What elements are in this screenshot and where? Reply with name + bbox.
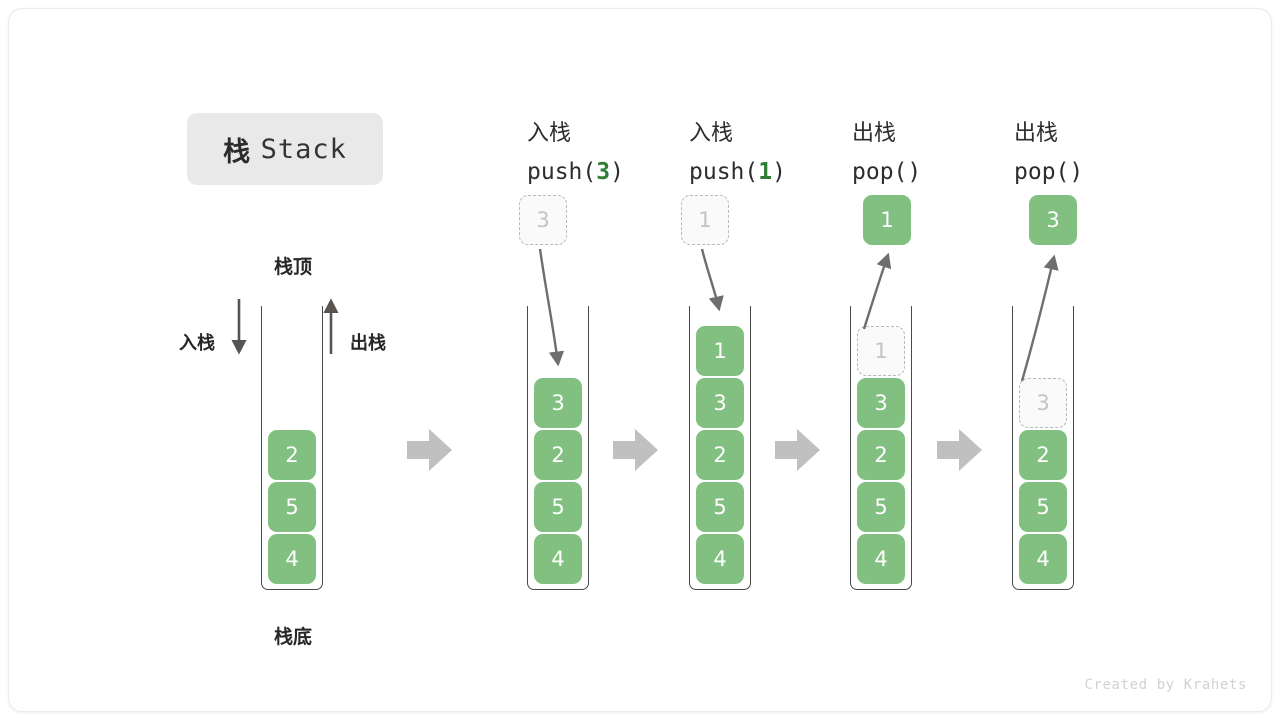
- column-header-cn: 出栈: [852, 121, 897, 146]
- stack-bottom-label: 栈底: [273, 626, 312, 648]
- stack-top-label: 栈顶: [273, 256, 312, 278]
- stack-cells: 1 3 2 5 4: [850, 326, 912, 584]
- figure-card: 栈 Stack 栈顶 栈底 入栈 出栈 入栈 push(3) 入栈 push(1…: [8, 8, 1272, 712]
- column-header-cn: 出栈: [1014, 121, 1059, 146]
- floating-cell-push-1: 1: [681, 195, 729, 245]
- pop-direction-label: 出栈: [350, 333, 386, 354]
- stack-cell: 5: [268, 482, 316, 532]
- transition-arrow-3: [775, 429, 820, 471]
- stack-cell: 4: [534, 534, 582, 584]
- push-direction-label: 入栈: [179, 333, 215, 354]
- floating-cell-pop-1: 1: [863, 195, 911, 245]
- stack-cell-removed: 1: [857, 326, 905, 376]
- stack-cell: 4: [1019, 534, 1067, 584]
- transition-arrow-4: [937, 429, 982, 471]
- floating-cell-pop-3: 3: [1029, 195, 1077, 245]
- column-header-code: pop(): [1014, 159, 1084, 185]
- stack-cell: 5: [1019, 482, 1067, 532]
- stack-cell: 3: [696, 378, 744, 428]
- stack-cell: 4: [857, 534, 905, 584]
- column-header-code: push(1): [689, 159, 786, 185]
- column-header-code: pop(): [852, 159, 922, 185]
- stack-cell: 2: [1019, 430, 1067, 480]
- stack-cells: 3 2 5 4: [527, 378, 589, 584]
- stack-cells: 2 5 4: [261, 430, 323, 584]
- column-header-pop-3: 出栈 pop(): [1014, 115, 1204, 191]
- stack-cell: 4: [696, 534, 744, 584]
- stack-cell: 1: [696, 326, 744, 376]
- stack-cell: 4: [268, 534, 316, 584]
- stack-cell: 3: [534, 378, 582, 428]
- credit-text: Created by Krahets: [1084, 677, 1247, 693]
- title-english: Stack: [260, 133, 347, 165]
- stack-cell: 2: [534, 430, 582, 480]
- stack-cells: 3 2 5 4: [1012, 378, 1074, 584]
- stack-cell: 5: [534, 482, 582, 532]
- column-header-code: push(3): [527, 159, 624, 185]
- floating-cell-push-3: 3: [519, 195, 567, 245]
- title-chinese: 栈: [223, 136, 251, 168]
- column-header-push-1: 入栈 push(1): [689, 115, 879, 191]
- column-header-cn: 入栈: [527, 121, 572, 146]
- stack-cell-removed: 3: [1019, 378, 1067, 428]
- diagram-title-chip: 栈 Stack: [187, 113, 383, 185]
- diagram-stage: 栈 Stack 栈顶 栈底 入栈 出栈 入栈 push(3) 入栈 push(1…: [9, 9, 1271, 711]
- transition-arrow-1: [407, 429, 452, 471]
- stack-cell: 5: [857, 482, 905, 532]
- stack-cell: 3: [857, 378, 905, 428]
- transition-arrow-2: [613, 429, 658, 471]
- stack-cell: 2: [857, 430, 905, 480]
- column-header-pop-1: 出栈 pop(): [852, 115, 1042, 191]
- column-header-cn: 入栈: [689, 121, 734, 146]
- column-header-push-3: 入栈 push(3): [527, 115, 717, 191]
- stack-cells: 1 3 2 5 4: [689, 326, 751, 584]
- stack-cell: 2: [696, 430, 744, 480]
- push-1-curve-arrow: [700, 248, 724, 312]
- stack-cell: 5: [696, 482, 744, 532]
- stack-cell: 2: [268, 430, 316, 480]
